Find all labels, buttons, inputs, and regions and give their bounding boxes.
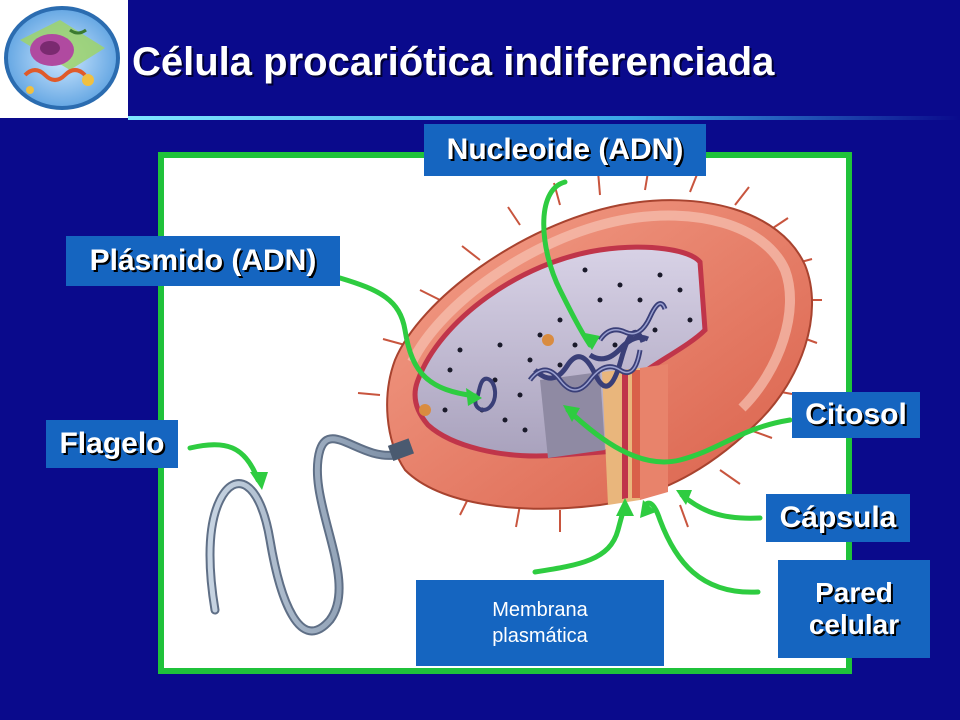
label-flagelo: Flagelo	[46, 420, 178, 468]
arrow-flagelo	[187, 442, 261, 483]
label-citosol: Citosol	[792, 392, 920, 438]
arrow-nucleoide	[541, 179, 593, 348]
flagellum	[205, 434, 400, 636]
cell-thumbnail-image	[0, 0, 128, 118]
title-underline	[128, 116, 960, 120]
label-pared-line2: celular	[808, 609, 900, 640]
label-membrana-plasmatica: Membrana plasmática	[416, 580, 664, 666]
label-capsula: Cápsula	[766, 494, 910, 542]
plasmid	[473, 376, 497, 412]
slide-title: Célula procariótica indiferenciada	[132, 40, 775, 84]
label-plasmido: Plásmido (ADN)	[66, 236, 340, 286]
arrow-membrana	[532, 502, 628, 575]
arrow-citosol	[565, 407, 793, 465]
label-nucleoide: Nucleoide (ADN)	[424, 124, 706, 176]
label-pared-line1: Pared	[815, 576, 893, 608]
label-pared-celular: Pared celular	[778, 560, 930, 658]
arrow-plasmido	[337, 275, 478, 399]
pointer-arrows	[187, 179, 793, 595]
arrow-heads	[250, 332, 692, 518]
label-membrana-line1: Membrana	[492, 599, 588, 621]
label-membrana-line2: plasmática	[492, 625, 588, 647]
arrow-capsula	[679, 492, 763, 521]
arrow-pared	[642, 500, 761, 595]
